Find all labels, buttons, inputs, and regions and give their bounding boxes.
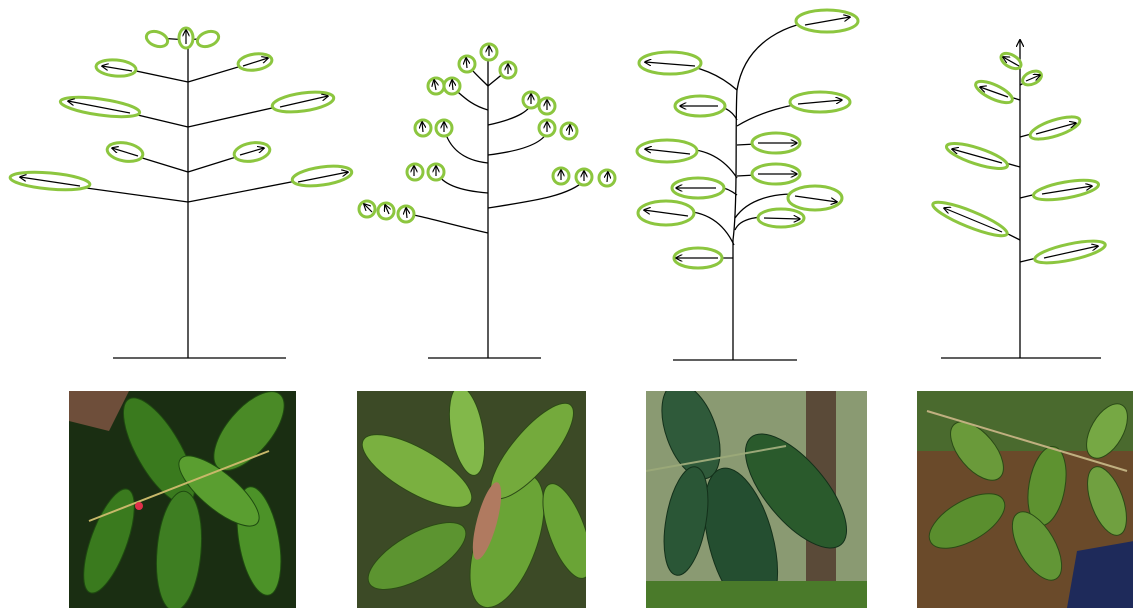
leaves-model-3: [637, 10, 858, 268]
leaf: [195, 29, 220, 50]
leaf-photo-2: [357, 391, 586, 608]
leaf-photo-3: [646, 391, 867, 608]
leaf: [639, 52, 701, 74]
leaf: [1028, 112, 1082, 143]
leaf: [407, 164, 423, 180]
architecture-model-4: [941, 40, 1101, 358]
branch: [488, 180, 585, 208]
leaf: [291, 163, 353, 189]
leaves-model-4: [930, 50, 1107, 267]
branch: [488, 130, 548, 155]
leaf: [428, 78, 444, 94]
leaf: [359, 201, 375, 217]
architecture-model-2: [405, 52, 585, 358]
leaves-model-1: [9, 28, 353, 192]
leaf: [144, 29, 169, 50]
tree-architecture-diagrams: [0, 0, 1133, 370]
leaf-photo-4: [917, 391, 1133, 608]
leaves-model-2: [359, 44, 615, 222]
branch: [405, 214, 488, 233]
leaf: [378, 203, 394, 219]
architecture-model-1: [50, 38, 322, 358]
leaf: [788, 186, 842, 210]
leaf-photo-1: [69, 391, 296, 608]
